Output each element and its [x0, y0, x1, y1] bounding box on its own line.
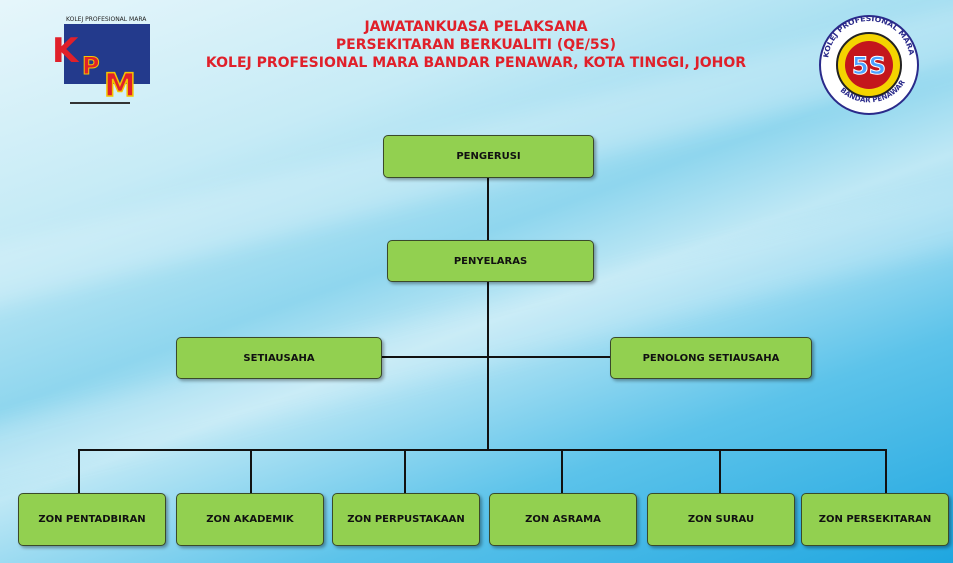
node-penyelaras: PENYELARAS — [387, 240, 594, 282]
node-pengerusi: PENGERUSI — [383, 135, 594, 178]
node-zon-surau: ZON SURAU — [647, 493, 795, 546]
connector-line — [487, 281, 489, 451]
node-zon-perpustakaan: ZON PERPUSTAKAAN — [332, 493, 480, 546]
node-penolong-setiausaha: PENOLONG SETIAUSAHA — [610, 337, 812, 379]
title-line-2: PERSEKITARAN BERKUALITI (QE/5S) — [335, 37, 617, 53]
5s-logo: 5S KOLEJ PROFESIONAL MARA BANDAR PENAWAR — [818, 14, 920, 116]
connector-line — [561, 449, 563, 493]
connector-line — [78, 449, 80, 493]
connector-line — [885, 449, 887, 493]
background-streak — [0, 131, 953, 529]
title-line-3: KOLEJ PROFESIONAL MARA BANDAR PENAWAR, K… — [205, 55, 747, 71]
svg-text:K: K — [52, 31, 80, 71]
svg-text:M: M — [104, 66, 136, 104]
node-zon-asrama: ZON ASRAMA — [489, 493, 637, 546]
svg-text:5S: 5S — [852, 52, 886, 80]
svg-text:KOLEJ PROFESIONAL MARA: KOLEJ PROFESIONAL MARA — [66, 16, 147, 23]
connector-line — [250, 449, 252, 493]
diagram-title: JAWATANKUASA PELAKSANA PERSEKITARAN BERK… — [166, 18, 786, 72]
node-zon-pentadbiran: ZON PENTADBIRAN — [18, 493, 166, 546]
connector-line — [487, 177, 489, 240]
kpm-logo: KOLEJ PROFESIONAL MARA K P M — [52, 14, 156, 110]
node-setiausaha: SETIAUSAHA — [176, 337, 382, 379]
svg-text:P: P — [82, 52, 100, 80]
node-zon-akademik: ZON AKADEMIK — [176, 493, 324, 546]
title-line-1: JAWATANKUASA PELAKSANA — [364, 19, 588, 35]
connector-line — [719, 449, 721, 493]
connector-line — [404, 449, 406, 493]
connector-line — [381, 356, 610, 358]
connector-line — [78, 449, 887, 451]
node-zon-persekitaran: ZON PERSEKITARAN — [801, 493, 949, 546]
